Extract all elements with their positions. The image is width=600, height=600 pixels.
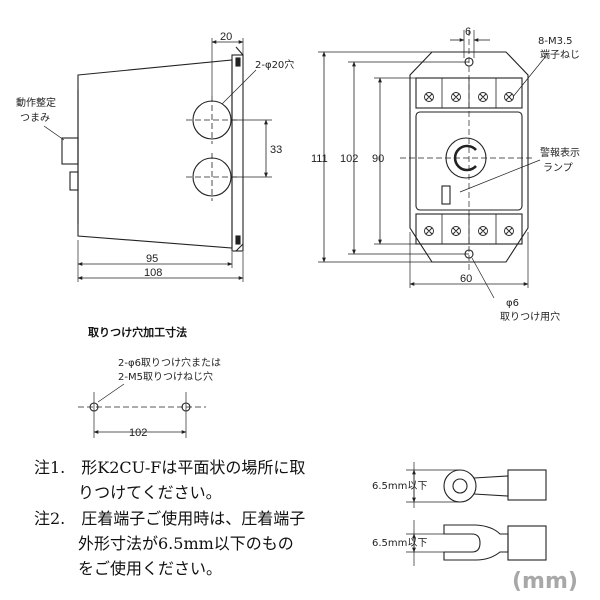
knob-label-2: つまみ [20, 112, 50, 124]
side-body-outline [77, 59, 233, 249]
lamp-label-1: 警報表示 [540, 146, 580, 159]
lamp-label-2: ランプ [543, 162, 573, 174]
ring-terminal [406, 462, 547, 508]
fork-terminal [406, 520, 547, 566]
ring-terminal-label: 6.5mm以下 [372, 481, 427, 492]
cutout-dim-102: 102 [129, 427, 147, 439]
front-dim-90: 90 [372, 153, 384, 165]
adjust-knob [61, 137, 79, 165]
knob-label-1: 動作整定 [16, 96, 56, 109]
screw-terminal-top-row [424, 92, 514, 102]
front-dim-111: 111 [311, 153, 328, 165]
side-dim-95: 95 [146, 253, 158, 265]
cutout-drawing [78, 383, 206, 438]
side-dim-108: 108 [144, 267, 162, 279]
fork-terminal-label: 6.5mm以下 [372, 538, 427, 549]
side-flange [231, 54, 244, 252]
cutout-title: 取りつけ穴加工寸法 [88, 325, 187, 339]
side-hole-label: 2-φ20穴 [255, 58, 294, 71]
cutout-hole-label-1: 2-φ6取りつけ穴または [118, 356, 221, 369]
screw-terminal-bottom-row [424, 226, 514, 236]
note-1-line-2: りつけてください。 [78, 483, 222, 502]
front-dim-6: 6 [465, 26, 471, 38]
notes: 注1. 形K2CU-Fは平面状の場所に取 りつけてください。 注2. 圧着端子ご… [34, 458, 305, 578]
cutout-hole-label-2: 2-M5取りつけねじ穴 [118, 370, 213, 383]
unit-label: (mm) [512, 569, 578, 594]
screw-terminals [424, 92, 514, 236]
note-2-line-1: 注2. 圧着端子ご使用時は、圧着端子 [34, 509, 305, 528]
terminal-label-1: 8-M3.5 [538, 36, 573, 47]
front-body-outline [409, 51, 529, 263]
side-view [43, 38, 272, 282]
mount-hole-label-2: 取りつけ用穴 [500, 310, 560, 323]
note-2-line-3: をご使用ください。 [78, 559, 222, 578]
mount-hole-label-1: φ6 [506, 298, 519, 309]
terminal-label-2: 端子ねじ [540, 48, 580, 61]
side-dim-33: 33 [270, 144, 282, 156]
indicator-window [441, 185, 451, 205]
front-dim-102: 102 [340, 153, 358, 165]
front-view [318, 30, 547, 299]
note-1-line-1: 注1. 形K2CU-Fは平面状の場所に取 [34, 458, 305, 477]
front-dim-60: 60 [460, 273, 472, 285]
note-2-line-2: 外形寸法が6.5mm以下のもの [78, 534, 294, 553]
side-dim-20: 20 [220, 31, 232, 43]
